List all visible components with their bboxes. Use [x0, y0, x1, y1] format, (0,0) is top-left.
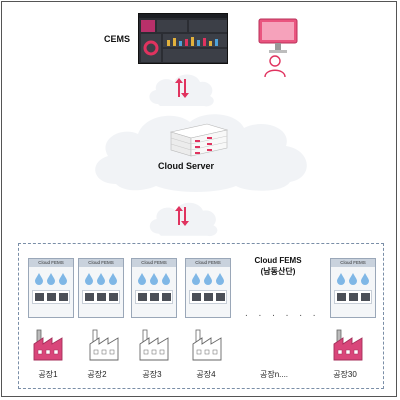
fems-panel: Cloud FEMS [78, 258, 124, 318]
cems-dashboard-screen [138, 13, 228, 64]
fems-panel: Cloud FEMS [28, 258, 74, 318]
factory-icon [192, 329, 222, 361]
factory-label-3: 공장3 [142, 370, 162, 379]
fems-panel-header: Cloud FEMS [331, 259, 375, 267]
sync-arrows-icon [175, 78, 189, 98]
factory-label-4: 공장4 [196, 370, 216, 379]
cems-label: CEMS [104, 34, 131, 44]
cloud-server-label: Cloud Server [158, 161, 215, 171]
factory-icon [33, 329, 63, 361]
fems-panel: Cloud FEMS [330, 258, 376, 318]
water-meter-icon [35, 273, 67, 285]
device-panel-icon [32, 290, 70, 304]
device-panel-icon [135, 290, 173, 304]
device-panel-icon [82, 290, 120, 304]
fems-panel-header: Cloud FEMS [79, 259, 123, 267]
fems-panel-header: Cloud FEMS [186, 259, 230, 267]
ellipsis: . . . . . . [245, 308, 320, 319]
factory-label-1: 공장1 [38, 370, 58, 379]
cloud-fems-title: Cloud FEMS (남동산단) [248, 255, 308, 277]
cloud-icon [149, 74, 214, 107]
fems-panel: Cloud FEMS [185, 258, 231, 318]
device-panel-icon [189, 290, 227, 304]
device-panel-icon [334, 290, 372, 304]
fems-panel-header: Cloud FEMS [29, 259, 73, 267]
fems-panel: Cloud FEMS [131, 258, 177, 318]
cloud-icon [149, 202, 218, 237]
factory-icon [333, 329, 363, 361]
factory-icon [139, 329, 169, 361]
server-rack-icon [169, 123, 229, 157]
fems-panel-header: Cloud FEMS [132, 259, 176, 267]
factory-label-n: 공장n.... [259, 370, 289, 379]
sync-arrows-icon [175, 206, 189, 226]
water-meter-icon [138, 273, 170, 285]
factory-label-30: 공장30 [333, 370, 357, 379]
factory-icon [89, 329, 119, 361]
monitor-icon [258, 18, 298, 53]
factory-label-2: 공장2 [87, 370, 107, 379]
cloud-fems-title-line1: Cloud FEMS [254, 256, 302, 265]
water-meter-icon [85, 273, 117, 285]
water-meter-icon [337, 273, 369, 285]
cloud-fems-title-line2: (남동산단) [260, 267, 296, 276]
cloud-fems-region [18, 243, 384, 389]
water-meter-icon [192, 273, 224, 285]
user-icon [264, 55, 286, 78]
